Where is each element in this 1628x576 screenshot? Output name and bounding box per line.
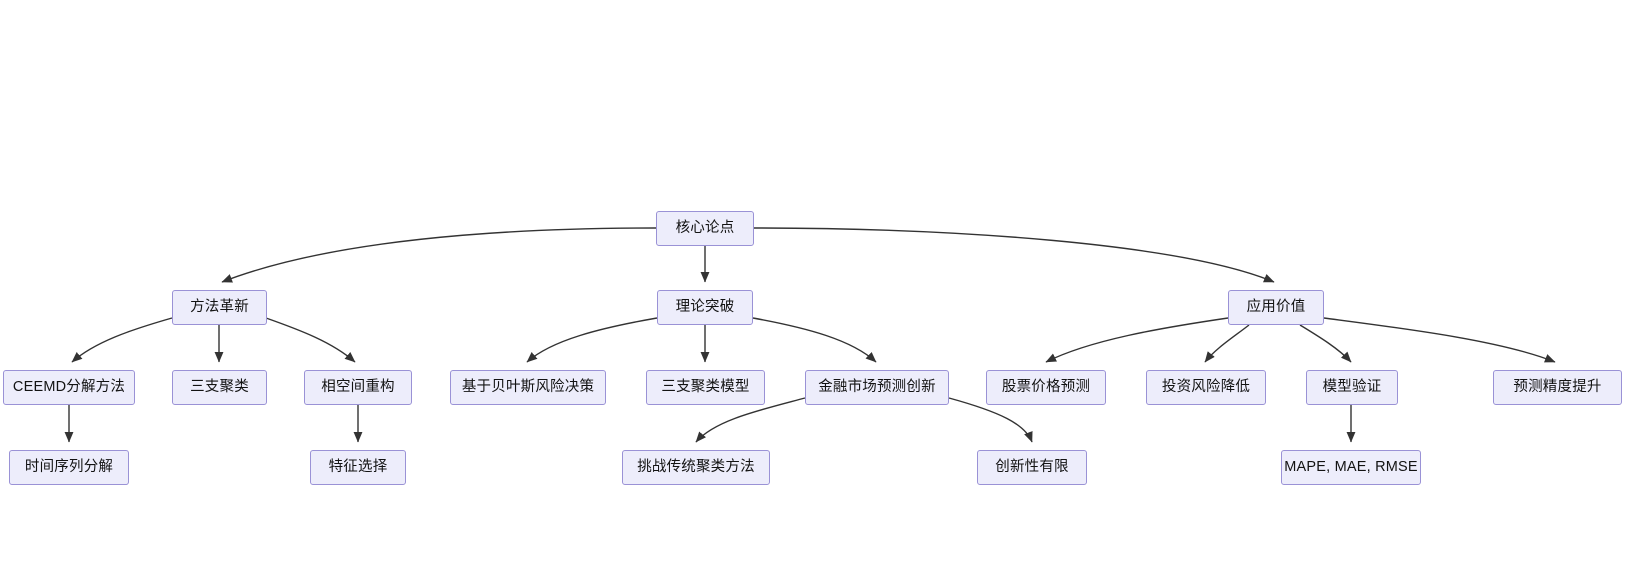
node-l2c2[interactable]: 投资风险降低 <box>1146 370 1266 405</box>
node-l3a3[interactable]: 特征选择 <box>310 450 406 485</box>
node-l3b3a[interactable]: 挑战传统聚类方法 <box>622 450 770 485</box>
edge-l1c-to-l2c2 <box>1204 324 1250 363</box>
node-label-l2c2: 投资风险降低 <box>1161 379 1251 396</box>
node-label-l2a1: CEEMD分解方法 <box>12 379 126 396</box>
edge-root-to-l1a <box>221 227 657 283</box>
node-l2c3[interactable]: 模型验证 <box>1306 370 1398 405</box>
node-l3c3[interactable]: MAPE, MAE, RMSE <box>1281 450 1421 485</box>
node-l1b[interactable]: 理论突破 <box>657 290 753 325</box>
node-l3b3b[interactable]: 创新性有限 <box>977 450 1087 485</box>
node-label-l2b3: 金融市场预测创新 <box>818 379 936 396</box>
node-label-l3c3: MAPE, MAE, RMSE <box>1284 459 1418 476</box>
node-label-l3b3b: 创新性有限 <box>995 459 1069 476</box>
edge-l1b-to-l2b1 <box>526 317 658 363</box>
node-l2b1[interactable]: 基于贝叶斯风险决策 <box>450 370 606 405</box>
node-l2b3[interactable]: 金融市场预测创新 <box>805 370 949 405</box>
edge-l1a-to-l2a3 <box>265 317 356 363</box>
node-l2a3[interactable]: 相空间重构 <box>304 370 412 405</box>
node-label-l1c: 应用价值 <box>1246 299 1306 316</box>
node-label-l2c4: 预测精度提升 <box>1513 379 1602 396</box>
edge-root-to-l1c <box>753 227 1275 283</box>
node-l2b2[interactable]: 三支聚类模型 <box>646 370 765 405</box>
node-label-l2b2: 三支聚类模型 <box>661 379 750 396</box>
node-l2c1[interactable]: 股票价格预测 <box>986 370 1106 405</box>
edge-l1a-to-l2a1 <box>71 317 173 363</box>
node-l2c4[interactable]: 预测精度提升 <box>1493 370 1622 405</box>
node-l2a2[interactable]: 三支聚类 <box>172 370 267 405</box>
edge-l1c-to-l2c1 <box>1045 317 1229 363</box>
node-l3a1[interactable]: 时间序列分解 <box>9 450 129 485</box>
node-l2a1[interactable]: CEEMD分解方法 <box>3 370 135 405</box>
node-label-l3a1: 时间序列分解 <box>24 459 114 476</box>
node-label-l1a: 方法革新 <box>190 299 249 316</box>
node-label-l3b3a: 挑战传统聚类方法 <box>637 459 755 476</box>
node-label-l1b: 理论突破 <box>675 299 735 316</box>
node-l1c[interactable]: 应用价值 <box>1228 290 1324 325</box>
node-label-l2a3: 相空间重构 <box>321 379 395 396</box>
node-label-l2c1: 股票价格预测 <box>1001 379 1091 396</box>
node-label-l2c3: 模型验证 <box>1322 379 1382 396</box>
node-label-root: 核心论点 <box>675 220 735 237</box>
edge-l1c-to-l2c4 <box>1323 317 1556 363</box>
node-label-l3a3: 特征选择 <box>328 459 388 476</box>
node-label-l2b1: 基于贝叶斯风险决策 <box>461 379 595 396</box>
edge-l1c-to-l2c3 <box>1299 324 1352 363</box>
edge-l1b-to-l2b3 <box>752 317 877 363</box>
node-root[interactable]: 核心论点 <box>656 211 754 246</box>
edges <box>64 227 1556 443</box>
node-l1a[interactable]: 方法革新 <box>172 290 267 325</box>
node-label-l2a2: 三支聚类 <box>190 379 249 396</box>
